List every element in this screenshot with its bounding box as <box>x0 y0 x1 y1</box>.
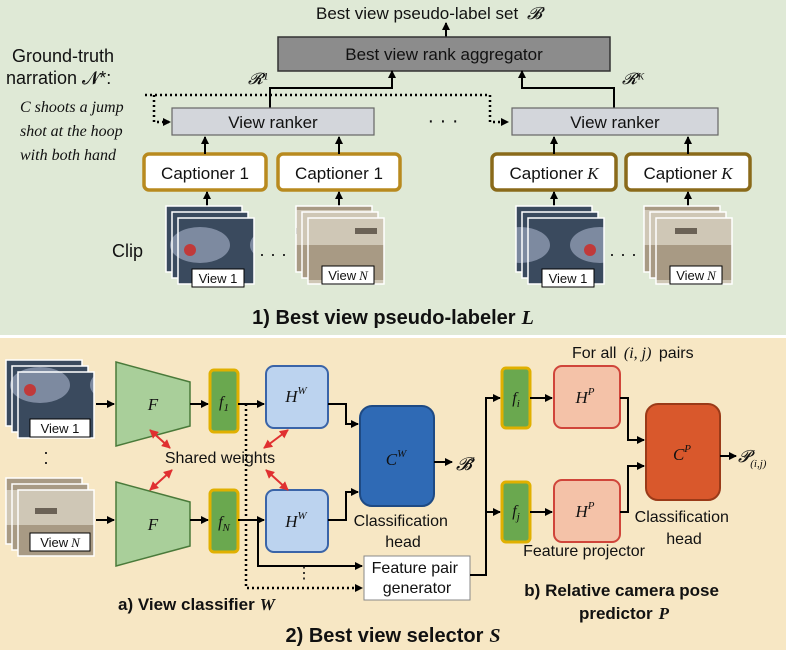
narration-dotted-line-left <box>152 95 171 126</box>
projector-HP-bottom-label: HP <box>574 500 594 521</box>
feature-pair-generator-box <box>363 555 471 601</box>
pseudo-label-set-title: Best view pseudo-label set 𝓑 <box>316 4 545 23</box>
svg-text:View 1: View 1 <box>199 271 238 286</box>
feature-f1-box <box>208 368 240 434</box>
classification-head-label: Classification head <box>354 513 453 551</box>
ranker-dots: · · · <box>427 110 458 132</box>
encoder-F-top <box>115 361 191 447</box>
ranker1-to-agg <box>269 70 396 110</box>
rank-aggregator-box <box>277 36 611 72</box>
encoder-F-bottom-label: F <box>147 515 159 534</box>
svg-text:View 1: View 1 <box>41 421 80 436</box>
views-vertical-dots-1: · <box>43 442 49 462</box>
captioner-1a-label: Captioner 1 <box>161 164 249 183</box>
feature-fi-label: fi <box>512 390 520 410</box>
generator-to-fi-fj <box>470 394 501 576</box>
feature-f1-label: f1 <box>219 394 229 414</box>
narration-dotted-line <box>145 93 509 126</box>
projector-HP-top-label: HP <box>574 386 594 407</box>
narration-text: C shoots a jump shot at the hoop with bo… <box>20 99 128 164</box>
clip-stack-view1-a: View 1 <box>165 205 255 288</box>
classifier-CP-label: CP <box>673 443 691 464</box>
classifier-CW-label: CW <box>386 448 407 469</box>
shared-red-3 <box>263 429 289 449</box>
classifier-CP-box <box>645 403 721 501</box>
projector-HW-top <box>265 365 329 429</box>
view-ranker-k-box <box>511 107 719 136</box>
r1-label: 𝓡¹ <box>248 71 268 88</box>
svg-text:View 1: View 1 <box>549 271 588 286</box>
captioner-1b-label: Captioner 1 <box>295 164 383 183</box>
encoder-F-bottom <box>115 481 191 567</box>
HP-bottom-to-CP <box>620 462 645 513</box>
classifier-CW-box <box>359 405 435 507</box>
encoder-F-top-label: F <box>147 395 159 414</box>
view-ranker-1-label: View ranker <box>228 113 318 132</box>
rk-label: 𝓡ᴷ <box>622 71 645 88</box>
feature-projector-label: Feature projector <box>523 543 646 560</box>
HP-top-to-CP <box>620 397 645 444</box>
clip-dots-a: · · · <box>259 244 287 264</box>
feature-fN-label: fN <box>218 514 230 534</box>
generator-vertical-dots: ⋮ <box>296 565 312 582</box>
projector-HW-top-label: HW <box>284 385 307 406</box>
f1-dotted-to-generator <box>244 404 363 592</box>
clip-dots-k: · · · <box>609 244 637 264</box>
shared-red-2 <box>149 469 173 491</box>
clip-label: Clip <box>112 241 143 261</box>
feature-fj-label: fj <box>512 503 520 523</box>
view-ranker-1-box <box>171 107 375 136</box>
for-all-pairs-label: For all (i, j) pairs <box>572 345 694 362</box>
classification-head-2-label: Classification head <box>635 509 734 548</box>
rankerK-to-agg <box>518 70 615 110</box>
rank-aggregator-label: Best view rank aggregator <box>345 45 543 64</box>
ground-truth-label: Ground-truth narration 𝓝*: <box>6 46 119 88</box>
clip-stack-view1-k: View 1 <box>515 205 605 288</box>
shared-red-1 <box>149 429 171 449</box>
fN-to-pair-generator <box>257 520 363 570</box>
feature-fN-box <box>208 488 240 554</box>
HW-bottom-to-CW <box>328 488 359 521</box>
feature-pair-generator-label: Feature pair generator <box>372 560 463 597</box>
view1-stack: View 1 <box>5 359 95 439</box>
shared-weights-label: Shared weights <box>165 450 275 467</box>
shared-red-4 <box>265 469 289 491</box>
B-tilde-label: 𝓑̃ <box>456 454 475 474</box>
views-vertical-dots-2: · <box>43 452 49 472</box>
projector-HW-bottom-label: HW <box>284 510 307 531</box>
HW-top-to-CW <box>328 403 359 428</box>
view-ranker-k-label: View ranker <box>570 113 660 132</box>
